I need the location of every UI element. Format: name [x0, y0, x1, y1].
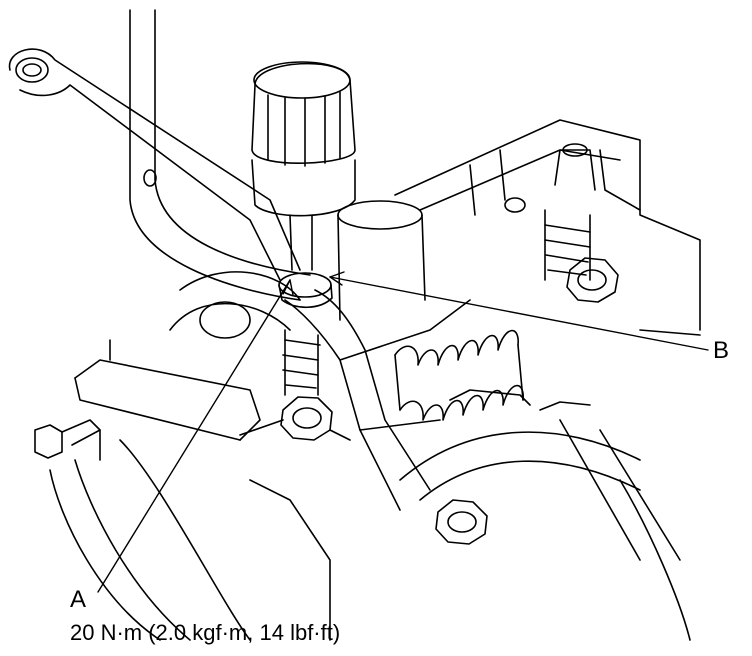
- rocker-arm: [284, 289, 471, 511]
- rocker-spring: [394, 329, 524, 421]
- arrow-a: [282, 279, 294, 296]
- callout-label-b: B: [713, 337, 730, 364]
- torque-specification: 20 N·m (2.0 kgf·m, 14 lbf·ft): [70, 620, 341, 645]
- flange-nut-center: [239, 396, 351, 441]
- cylinder-head: [394, 119, 701, 336]
- side-bolt: [34, 419, 101, 461]
- flange-nut-bottom: [435, 499, 488, 545]
- box-wrench: [8, 48, 301, 281]
- callout-label-a: A: [70, 586, 87, 613]
- valve-spring-left: [282, 329, 321, 396]
- leader-line-a: [97, 279, 291, 593]
- locknut: [278, 272, 333, 309]
- valve-spring-right: [544, 143, 596, 281]
- leader-lines: [97, 271, 709, 593]
- screwdriver: [251, 61, 356, 271]
- adjusting-tool: [129, 9, 311, 301]
- camshaft-housing: [49, 271, 691, 641]
- flange-nut-right: [566, 257, 619, 303]
- leader-line-b: [329, 276, 709, 351]
- arrow-b: [329, 271, 345, 286]
- rocker-shaft-cylinder: [337, 200, 426, 321]
